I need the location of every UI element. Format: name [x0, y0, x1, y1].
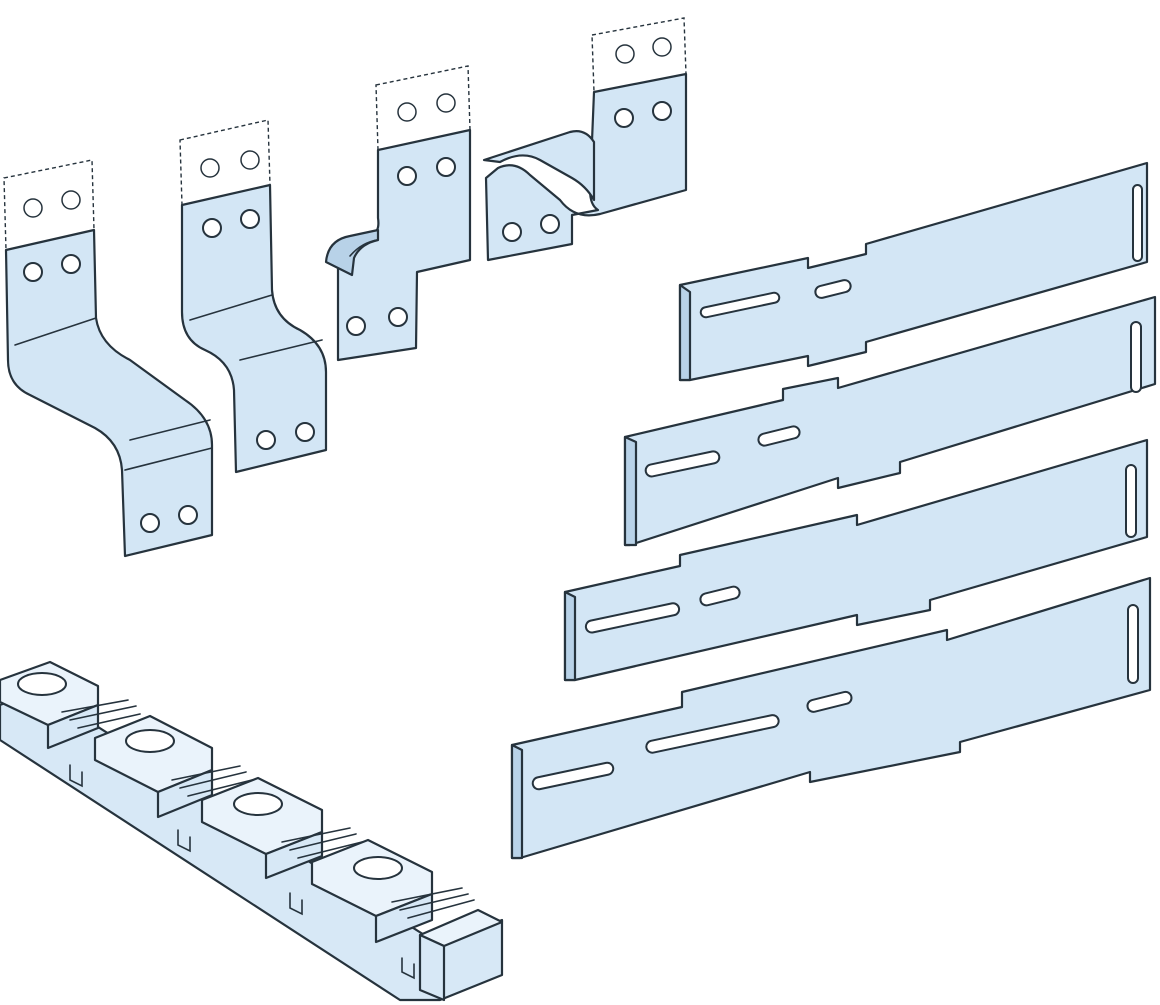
- flat-bar-4: [510, 576, 1152, 860]
- busbar-support-insulator: [0, 660, 504, 1002]
- bent-bar-2: [179, 119, 328, 474]
- flat-bar-3: [563, 438, 1149, 682]
- flat-bar-1: [678, 161, 1149, 382]
- bent-bar-3: [324, 65, 472, 362]
- bent-bar-1: [3, 159, 214, 558]
- bent-bar-4: [482, 17, 688, 262]
- flat-bar-2: [623, 295, 1157, 547]
